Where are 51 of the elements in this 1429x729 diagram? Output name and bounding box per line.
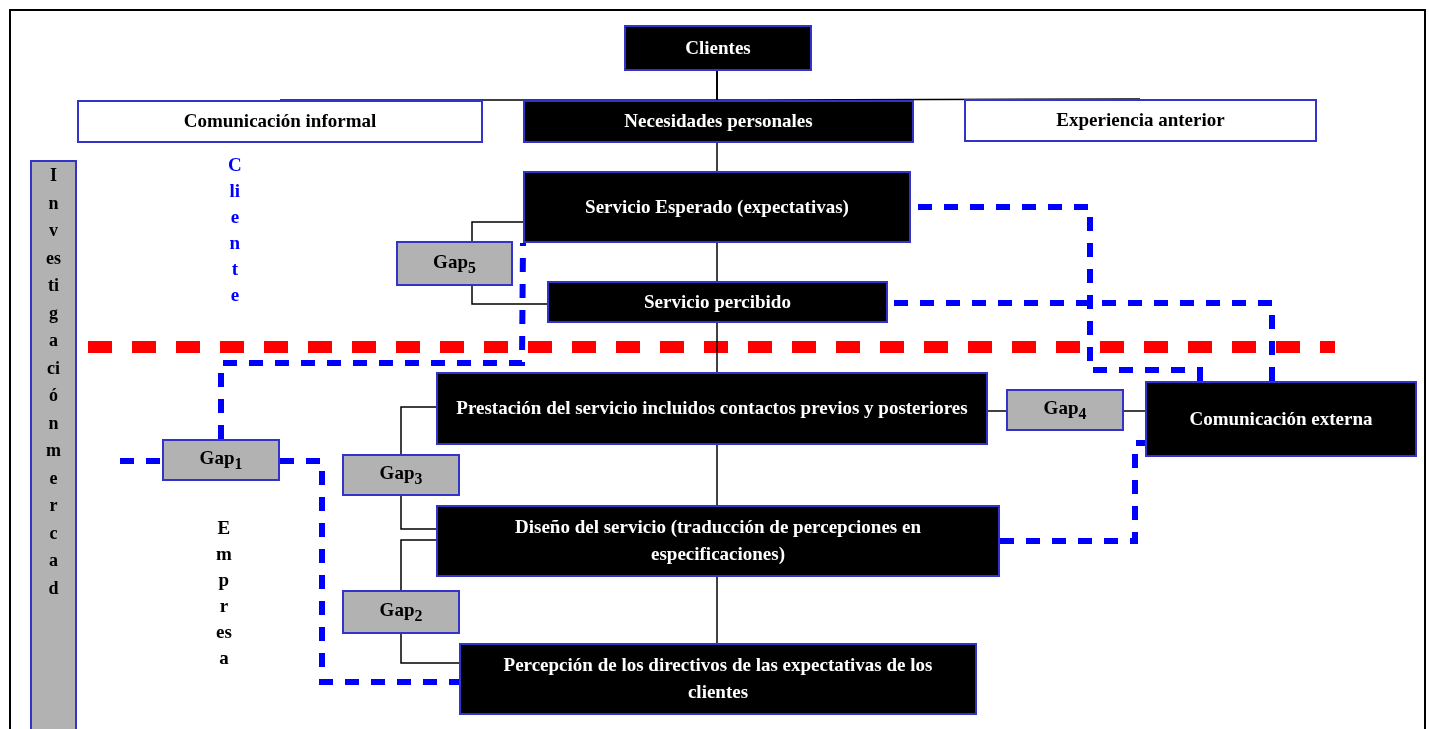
node-text: Comunicación informal [182,109,378,134]
node-text: Gap$_{4}$ [1042,396,1088,424]
connector-line [400,633,460,664]
node-text: Experiencia anterior [1055,108,1226,133]
dashed-connector [120,458,162,464]
label-box [964,99,1317,142]
connector-line [471,221,524,242]
vertical-text: Investigación mercad [46,164,61,600]
gap-box [396,241,513,286]
connector-line [400,495,437,530]
dashed-connector [280,458,459,685]
gap-box [1006,389,1124,431]
node-text: Gap$_{3}$ [378,461,424,489]
node-text: Percepción de los directivos de las expectativas de los clientes [502,653,934,704]
vertical-label: Empresa [216,516,232,670]
process-box [459,643,977,715]
node-text: Servicio percibido [643,289,792,314]
node-text: Gap$_{2}$ [378,598,424,626]
node-text: Clientes [684,35,752,60]
connector-line [471,285,548,305]
connector-line [1123,410,1146,412]
label-box [624,25,812,71]
connector-line [400,539,437,591]
node-text: Servicio Esperado (expectativas) [584,194,850,219]
connector-line [716,142,718,172]
gap-box [342,454,460,496]
connector-line [400,406,437,455]
node-text: Necesidades personales [623,109,814,134]
label-box [77,100,483,143]
process-box [547,281,888,323]
process-box [436,505,1000,577]
process-box [1145,381,1417,457]
connector-line [716,576,718,644]
dashed-connector [218,242,526,439]
node-text: Prestación del servicio incluidos contactos previos y posteriores [455,396,969,421]
process-box [523,171,911,243]
connector-line [987,410,1007,412]
label-box [523,100,914,143]
node-text: Diseño del servicio (traducción de percepciones en especificaciones) [514,515,922,566]
dashed-connector [1000,440,1145,544]
process-box [436,372,988,445]
node-text: Comunicación externa [1188,406,1374,431]
node-text: Gap$_{1}$ [198,446,244,474]
connector-line [716,444,718,506]
vertical-label: Cliente [228,153,242,307]
connector-line [716,322,718,373]
gap-box [342,590,460,634]
node-text: Gap$_{5}$ [432,249,477,278]
gap-box [162,439,280,481]
vertical-band [30,160,77,729]
connector-line [716,242,718,282]
